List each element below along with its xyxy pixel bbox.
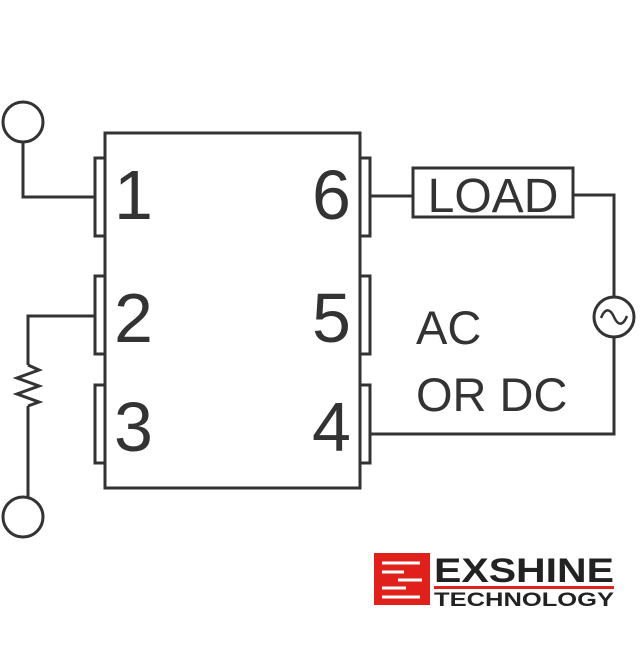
wire-load-to-source [573, 193, 616, 297]
pin-2-label: 2 [114, 279, 153, 357]
wire-pin-2 [26, 314, 95, 365]
pin-6-label: 6 [312, 156, 351, 234]
logo-subtitle: TECHNOLOGY [434, 590, 614, 611]
logo-underline [434, 586, 614, 589]
pin-1-label: 1 [114, 156, 153, 234]
wire-pin-1 [21, 142, 95, 199]
logo-company-name: EXSHINE [434, 552, 614, 590]
pin-6-tab [358, 156, 372, 238]
load-label: LOAD [428, 170, 559, 223]
pin-4-tab [358, 383, 372, 465]
supply-label-line-1: AC [416, 301, 481, 354]
pin-2-tab [93, 274, 107, 356]
resistor-icon [12, 363, 44, 408]
pin-1-tab [93, 156, 107, 238]
input-terminal-bottom [1, 495, 45, 539]
pin-4-label: 4 [312, 388, 351, 466]
sine-wave-icon [599, 309, 629, 325]
pin-5-label: 5 [312, 279, 351, 357]
pin-5-tab [358, 274, 372, 356]
pin-3-label: 3 [114, 388, 153, 466]
load-box [411, 166, 575, 219]
company-logo: EXSHINE TECHNOLOGY [374, 552, 614, 611]
input-terminal-top [1, 100, 45, 144]
pin-3-tab [93, 383, 107, 465]
wire-source-to-pin-4 [370, 337, 616, 436]
supply-label-line-2: OR DC [416, 368, 567, 421]
